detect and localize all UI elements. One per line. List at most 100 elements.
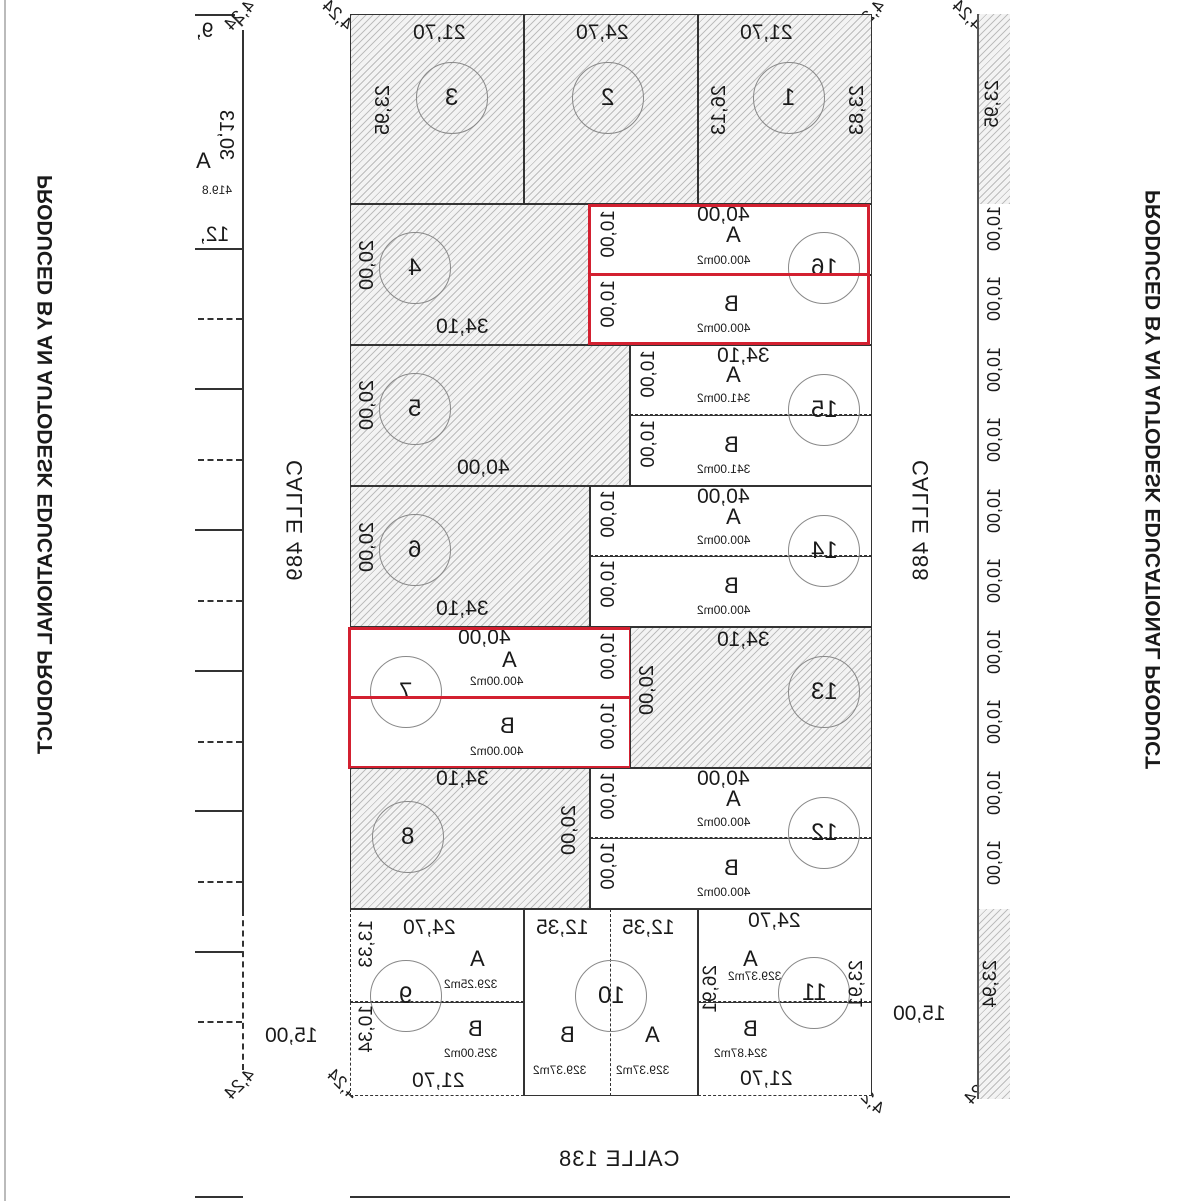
lot-number-2: 2: [572, 62, 644, 134]
lot-number-13: 13: [788, 656, 860, 728]
lot-10-a-area: 329.37m2: [616, 1063, 670, 1077]
lot-number-4: 4: [379, 232, 451, 304]
left-lot-line: [195, 388, 243, 390]
lot-10-front-a: 12,35: [622, 916, 675, 939]
lot-11-back: 21,70: [740, 1067, 793, 1090]
right-lot-width: 10,00: [984, 840, 1004, 886]
lot-15-b-label: B: [724, 432, 739, 457]
lot-14-b-depth: 10,00: [598, 560, 619, 608]
lot-14-a-label: A: [726, 504, 741, 529]
street-label-right: CALLE 488: [908, 460, 933, 582]
lot-12-b-label: B: [724, 855, 739, 880]
lot-11-b[interactable]: [698, 1002, 872, 1096]
highlight-lot-7-b[interactable]: [348, 696, 632, 769]
left-subdivision-line: [198, 318, 242, 320]
left-block-top-line: [195, 14, 235, 16]
lot-9-b-area: 325.00m2: [444, 1046, 498, 1060]
left-lot-line: [195, 951, 243, 953]
lot-11-b-area: 324.87m2: [714, 1046, 768, 1060]
lot-12-width: 40,00: [697, 767, 750, 790]
lot-number-11: 11: [778, 957, 850, 1029]
right-lot-width: 10,00: [984, 347, 1004, 393]
lot-9-a-label: A: [470, 946, 485, 971]
lot-15-a-depth: 10,00: [638, 350, 659, 398]
lot-1-front: 21,70: [740, 21, 793, 44]
lot-3-side: 23,95: [372, 85, 394, 136]
watermark-left-box: PRODUCED BY AN AUTODESK EDUCATIONAL PROD…: [34, 175, 62, 875]
lot-4-width: 34,10: [436, 315, 489, 338]
lot-9-front: 24,70: [403, 916, 456, 939]
lot-number-15: 15: [788, 374, 860, 446]
lot-10-front-b: 12,35: [536, 916, 589, 939]
lot-number-7: 7: [370, 656, 442, 728]
right-lot-width: 10,00: [984, 417, 1004, 463]
right-lot-width: 10,00: [984, 276, 1004, 322]
lot-1[interactable]: [698, 14, 872, 204]
left-subdivision-line: [198, 1021, 242, 1023]
lot-11-side-a: 26,91: [700, 965, 721, 1013]
lot-14-b-label: B: [724, 573, 739, 598]
lot-15-a-area: 341.00m2: [697, 391, 751, 405]
lot-11-a-area: 329.37m2: [728, 969, 782, 983]
lot-10-b-label: B: [560, 1022, 575, 1047]
lot-1-side-b: 23,83: [846, 85, 868, 136]
right-lot-width: 10,00: [984, 558, 1004, 604]
lot-5-width: 40,00: [457, 456, 510, 479]
lot-14-a-area: 400.00m2: [697, 533, 751, 547]
chamfer-label: 4,24: [220, 1064, 259, 1104]
lot-11-b-label: B: [743, 1016, 758, 1041]
right-block-bottom-lot: [977, 909, 1010, 1099]
lot-number-10: 10: [575, 960, 647, 1032]
right-block-top-lot: [977, 14, 1010, 204]
highlight-lot-16-a[interactable]: [588, 204, 870, 276]
left-lot-line: [195, 529, 243, 531]
left-block-edge-dashed: [242, 910, 244, 1070]
street-label-left: CALLE 489: [282, 460, 307, 582]
right-block-top-depth: 23,95: [982, 80, 1003, 128]
lot-13[interactable]: [630, 627, 872, 768]
lot-3-front: 21,70: [413, 21, 466, 44]
right-block-lots: [977, 204, 1010, 909]
lot-8[interactable]: [350, 768, 590, 909]
watermark-left-text: PRODUCED BY AN AUTODESK EDUCATIONAL PROD…: [34, 175, 57, 755]
left-block-depth: 30,13: [215, 110, 237, 161]
lot-11-side-b: 23,91: [846, 960, 867, 1008]
page-edge: [4, 0, 6, 1201]
lot-12-a-depth: 10,00: [598, 772, 619, 820]
left-subdivision-line: [198, 741, 242, 743]
street-width-right: 15,00: [893, 1002, 946, 1025]
lot-number-5: 5: [379, 373, 451, 445]
lot-10-b-area: 329.37m2: [533, 1063, 587, 1077]
left-subdivision-line: [198, 881, 242, 883]
lot-number-8: 8: [372, 801, 444, 873]
lot-15-a-label: A: [726, 362, 741, 387]
lot-5-depth: 20,00: [356, 380, 378, 431]
lot-6-width: 34,10: [436, 597, 489, 620]
lot-6-depth: 20,00: [356, 522, 378, 573]
lot-15-b-depth: 10,00: [638, 420, 659, 468]
left-block-lot-area: 419.8: [202, 183, 233, 197]
left-block-top-label: 9,: [196, 19, 214, 42]
lot-number-12: 12: [788, 797, 860, 869]
lot-9-side-b: 10,34: [356, 1005, 377, 1053]
street-label-bottom: CALLE 138: [558, 1146, 680, 1171]
left-subdivision-line: [198, 459, 242, 461]
lot-14-b-area: 400.00m2: [697, 603, 751, 617]
lot-15-b-area: 341.00m2: [697, 462, 751, 476]
lot-12-a-label: A: [726, 786, 741, 811]
lot-number-9: 9: [370, 960, 442, 1032]
left-block-lot-line: [195, 248, 243, 250]
lot-8-depth: 20,00: [558, 805, 580, 856]
watermark-right-text: PRODUCED BY AN AUTODESK EDUCATIONAL PROD…: [1142, 190, 1165, 770]
lot-10-a-label: A: [645, 1022, 660, 1047]
highlight-lot-16-b[interactable]: [588, 273, 870, 345]
highlight-lot-7-a[interactable]: [348, 627, 632, 699]
left-lot-line: [195, 810, 243, 812]
right-lot-width: 10,00: [984, 699, 1004, 745]
right-lot-width: 10,00: [984, 770, 1004, 816]
left-lot-line: [195, 670, 243, 672]
left-subdivision-line: [198, 600, 242, 602]
lot-9-b-label: B: [468, 1016, 483, 1041]
lot-8-width: 34,10: [436, 767, 489, 790]
chamfer-label: 4,24: [220, 0, 259, 35]
